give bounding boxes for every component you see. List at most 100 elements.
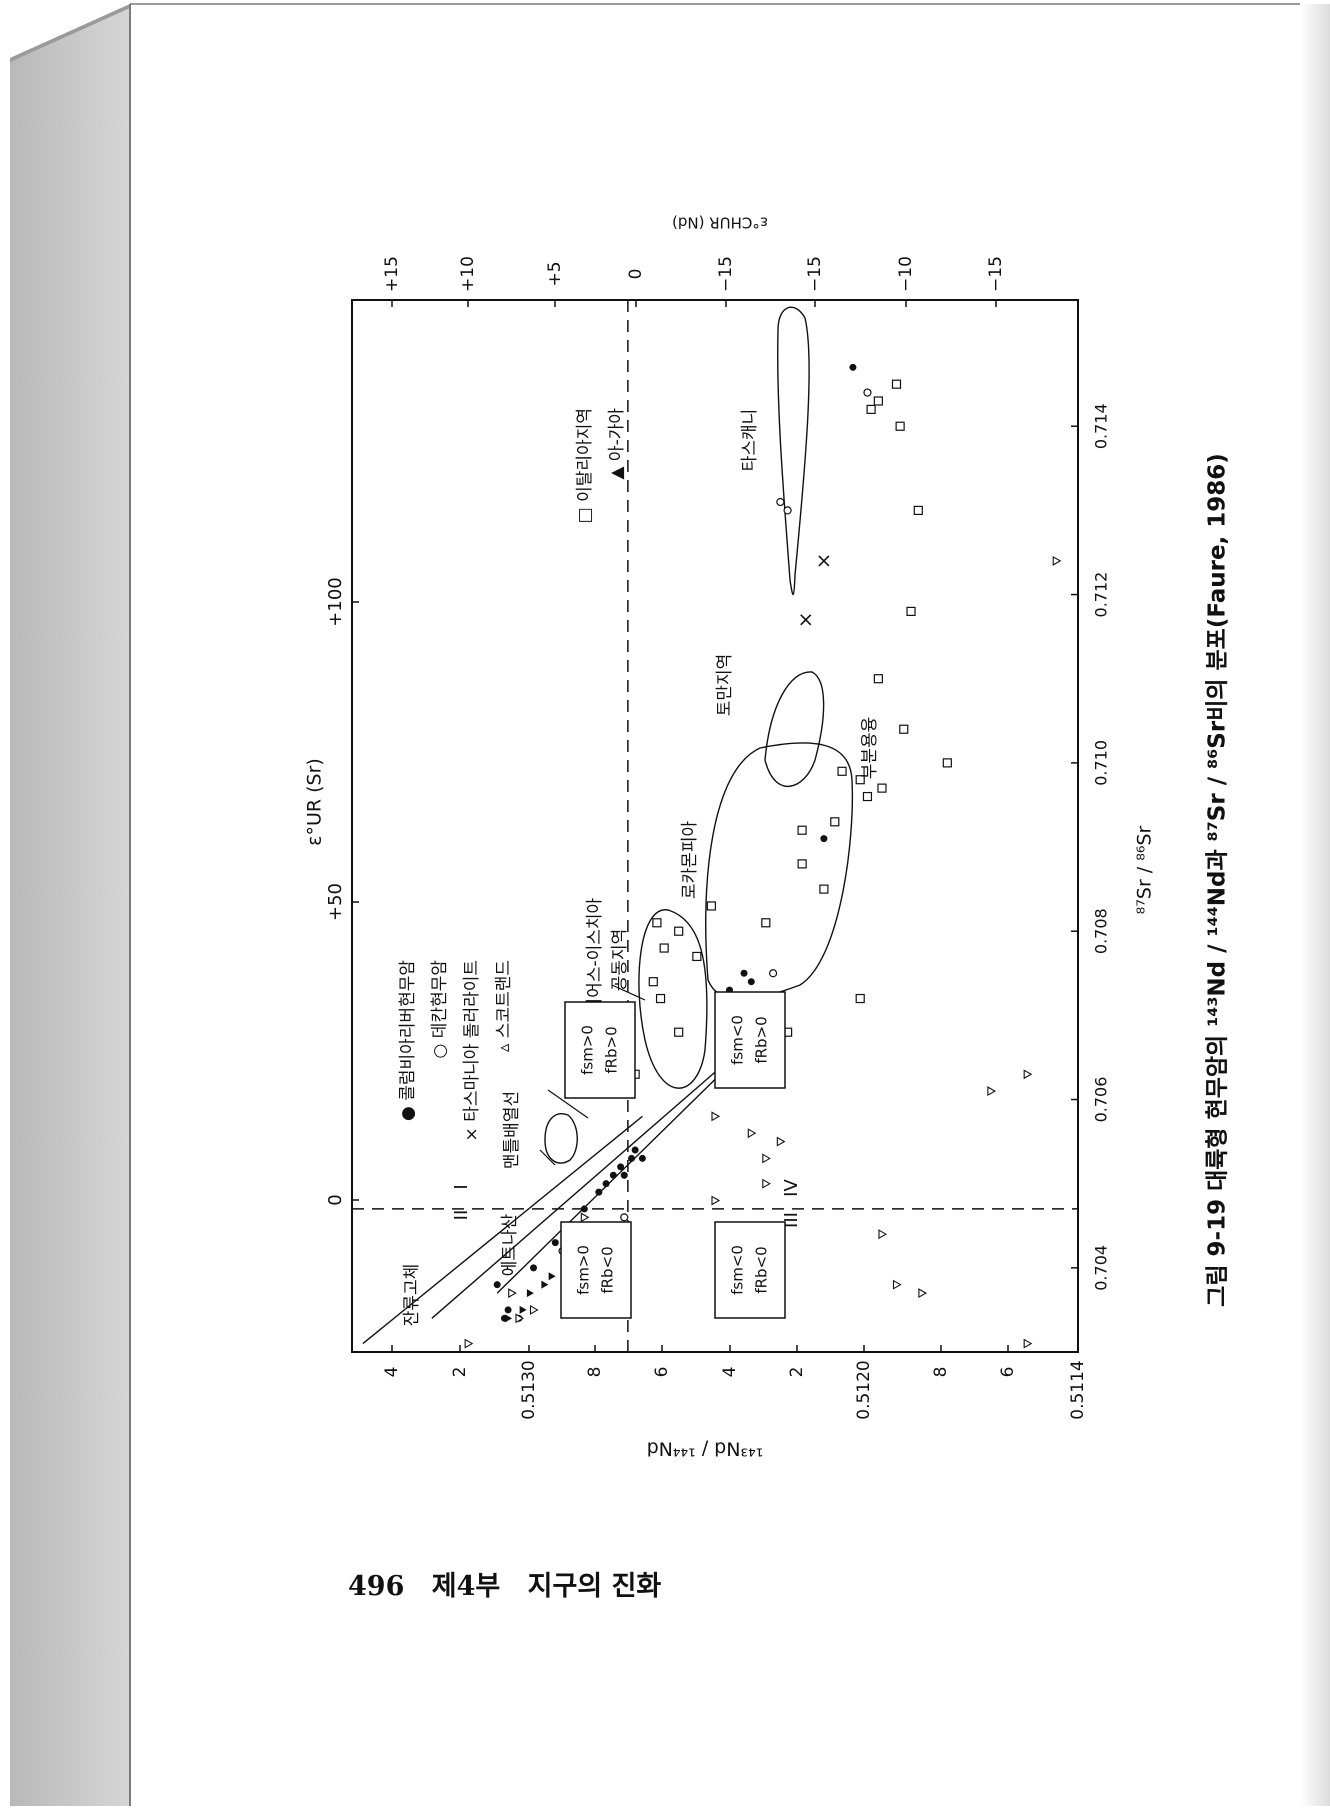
point-open-square-27 xyxy=(895,421,905,431)
field-somma xyxy=(638,909,708,1089)
point-open-square-2 xyxy=(655,993,666,1004)
point-filled-circle-11 xyxy=(620,1171,628,1179)
nd-tick-label-7: 0.5120 xyxy=(854,1360,874,1419)
point-open-square-24 xyxy=(873,674,883,684)
region-label-7: 타스캐니 xyxy=(740,409,760,472)
nd-tick-label-3: 8 xyxy=(585,1367,605,1378)
eps-sr-tick-label-1: +50 xyxy=(325,883,346,921)
point-open-square-26 xyxy=(913,505,923,515)
eps-nd-tick-label-0: +15 xyxy=(382,256,402,292)
legend-item-4: □ 이탈리아지역 xyxy=(575,408,595,523)
mantle-array-line-2 xyxy=(431,1065,723,1319)
inequality-box-0 xyxy=(564,1001,636,1099)
point-open-square-5 xyxy=(674,926,684,936)
eps-nd-tick-label-1: +10 xyxy=(458,256,478,292)
sr-tick-label-1: 0.706 xyxy=(1092,1077,1111,1123)
point-open-square-3 xyxy=(648,977,658,987)
point-open-triangle-10 xyxy=(762,1153,771,1164)
point-filled-triangle-0 xyxy=(505,1314,513,1323)
point-open-circle-1 xyxy=(620,1213,629,1222)
point-open-square-7 xyxy=(706,901,716,911)
figure-caption: 그림 9-19 대륙형 현무암의 ¹⁴³Nd / ¹⁴⁴Nd과 ⁸⁷Sr / ⁸… xyxy=(1205,453,1231,1307)
legend-item-0: ● 콜럼비아리버현무암 xyxy=(398,960,418,1121)
point-open-triangle-20 xyxy=(1052,555,1062,566)
inequality-box-3 xyxy=(714,1221,786,1319)
point-open-square-12 xyxy=(855,993,865,1004)
point-cross-0 xyxy=(800,614,812,626)
point-open-circle-2 xyxy=(768,969,778,978)
nd-tick-label-0: 4 xyxy=(382,1367,402,1378)
point-open-triangle-17 xyxy=(918,1288,928,1299)
point-open-circle-3 xyxy=(783,506,792,515)
point-filled-circle-17 xyxy=(747,978,755,986)
point-open-square-13 xyxy=(761,918,771,928)
eps-nd-tick-label-4: −15 xyxy=(716,256,736,292)
point-filled-circle-9 xyxy=(602,1180,610,1188)
point-filled-triangle-1 xyxy=(519,1305,527,1314)
point-open-triangle-8 xyxy=(711,1195,721,1206)
field-tuscany xyxy=(777,306,810,596)
point-open-triangle-12 xyxy=(747,1128,757,1139)
eps-nd-tick-label-5: −15 xyxy=(805,256,825,292)
chapter-title: 지구의 진화 xyxy=(527,1571,662,1602)
quadrant-label-II: II xyxy=(451,1210,472,1221)
point-filled-circle-5 xyxy=(551,1239,559,1247)
point-open-triangle-13 xyxy=(711,1111,721,1122)
point-filled-circle-4 xyxy=(530,1264,537,1272)
point-open-square-1 xyxy=(674,1027,684,1037)
sr-tick-label-4: 0.712 xyxy=(1092,572,1111,618)
inequality-box-1 xyxy=(714,991,786,1089)
inequality-box-2 xyxy=(560,1221,632,1319)
point-filled-circle-18 xyxy=(740,969,748,977)
point-open-triangle-9 xyxy=(762,1178,771,1189)
point-open-triangle-1 xyxy=(515,1313,525,1324)
region-label-0: 잔류고체 xyxy=(402,1264,422,1327)
nd-tick-label-1: 2 xyxy=(450,1367,470,1378)
point-filled-circle-2 xyxy=(504,1306,512,1314)
point-open-square-20 xyxy=(837,766,847,776)
arrow-mantle xyxy=(547,1089,589,1119)
inequality-text-3-a: fsm<0 xyxy=(729,1245,747,1295)
point-open-triangle-15 xyxy=(1023,1069,1033,1080)
point-open-square-8 xyxy=(659,943,669,953)
point-open-square-28 xyxy=(891,379,902,389)
quadrant-label-IV: IV xyxy=(781,1179,802,1197)
point-open-square-22 xyxy=(942,758,952,768)
point-open-square-29 xyxy=(873,396,883,406)
eps-nd-tick-label-7: −15 xyxy=(986,256,1006,292)
nd-axis-title: ¹⁴³Nd / ¹⁴⁴Nd xyxy=(647,1438,764,1460)
part-label: 제4부 xyxy=(431,1571,501,1602)
arrow-etna xyxy=(539,1149,556,1166)
point-filled-circle-12 xyxy=(617,1163,625,1171)
point-cross-1 xyxy=(818,555,830,567)
point-open-square-14 xyxy=(819,884,829,894)
point-open-triangle-11 xyxy=(776,1136,786,1147)
point-open-square-30 xyxy=(866,404,876,415)
eps-sr-tick-label-0: 0 xyxy=(325,1194,346,1205)
point-open-square-25 xyxy=(906,606,916,616)
arrow-somma xyxy=(611,984,646,1001)
point-open-circle-4 xyxy=(776,497,785,507)
page-footer: 496 제4부 지구의 진화 xyxy=(348,1564,679,1603)
point-open-square-17 xyxy=(830,817,840,827)
eps-sr-tick-label-2: +100 xyxy=(325,577,346,626)
point-filled-circle-3 xyxy=(493,1281,501,1289)
legend-item-1: ○ 데칸현무암 xyxy=(430,960,450,1059)
sr-tick-label-3: 0.710 xyxy=(1092,740,1111,786)
point-open-triangle-14 xyxy=(987,1086,996,1097)
region-label-6: 토만지역 xyxy=(715,654,735,717)
point-filled-circle-13 xyxy=(628,1154,636,1162)
region-label-5: 로카몬피아 xyxy=(680,821,700,900)
point-open-square-16 xyxy=(797,825,807,835)
mantle-array-line-1 xyxy=(362,1115,643,1345)
legend-item-2: × 타스마니아 돌러라이트 xyxy=(462,960,482,1141)
sr-axis-title: ⁸⁷Sr / ⁸⁶Sr xyxy=(1134,825,1156,914)
point-filled-triangle-4 xyxy=(548,1272,556,1281)
point-filled-circle-15 xyxy=(631,1146,639,1154)
point-open-triangle-2 xyxy=(529,1304,539,1315)
point-open-square-23 xyxy=(899,724,909,734)
legend-item-3: ▵ 스코트랜드 xyxy=(494,960,514,1052)
